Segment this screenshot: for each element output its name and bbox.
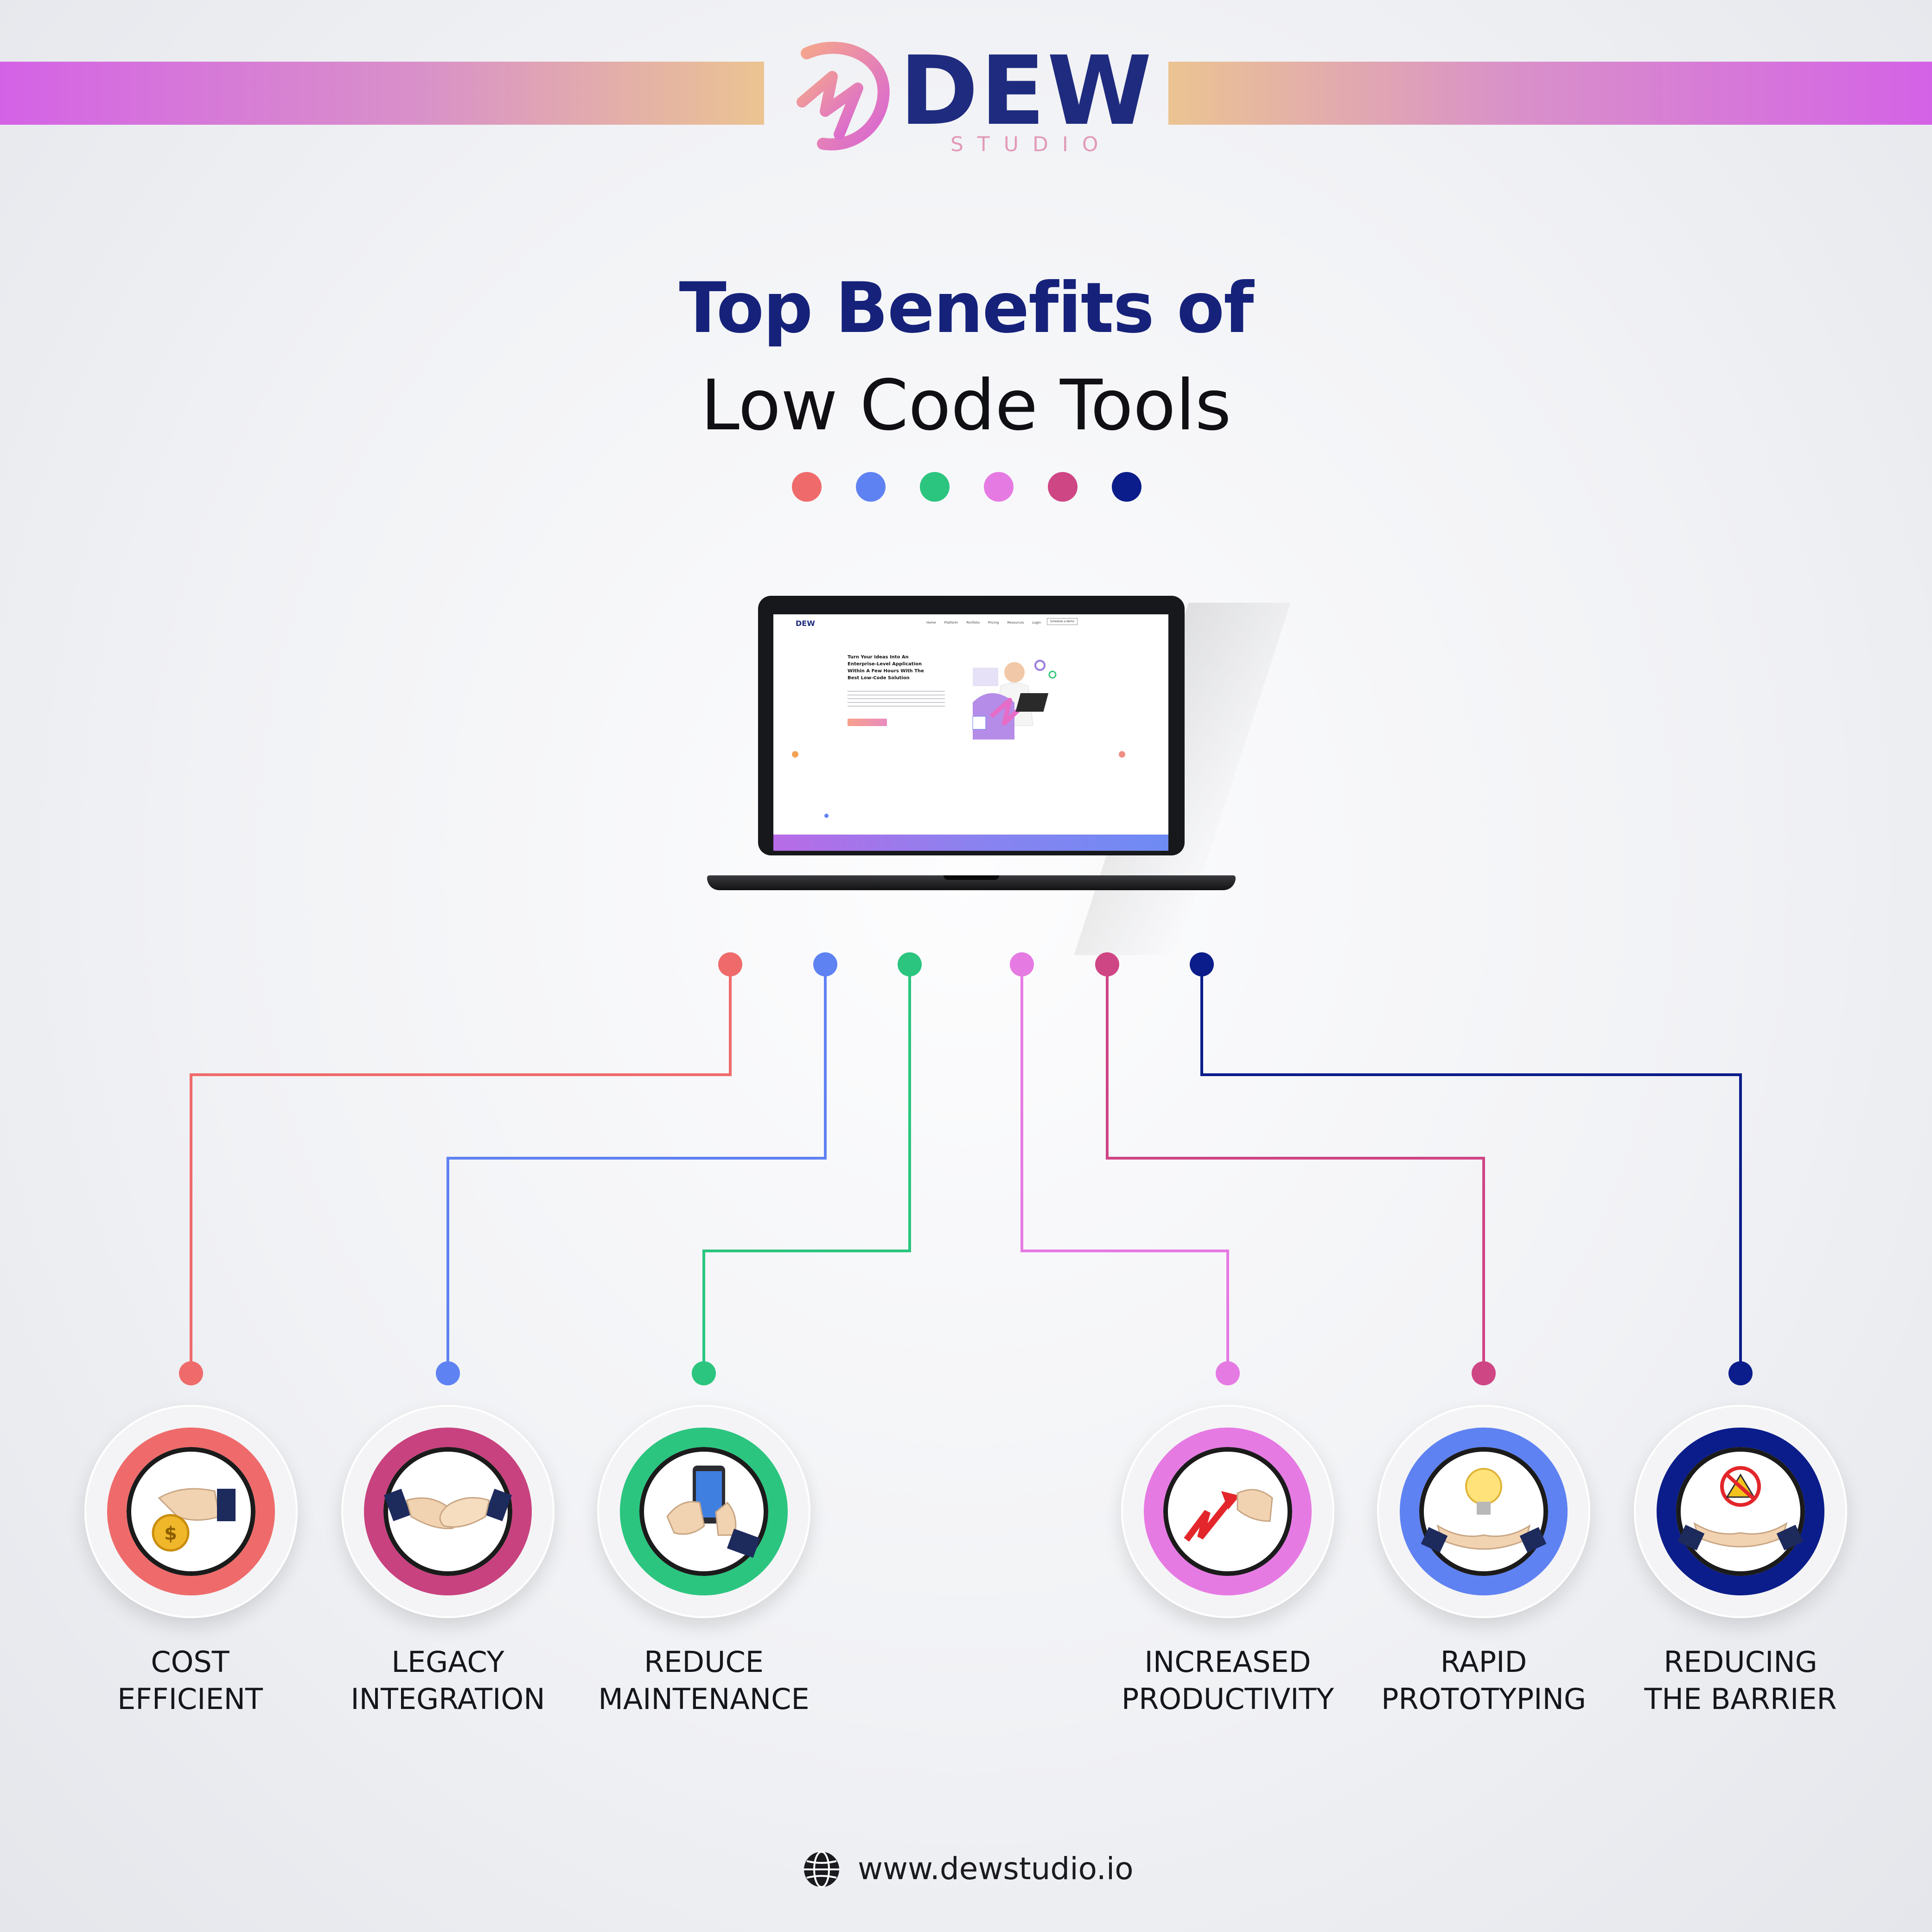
laptop-notch — [944, 875, 999, 880]
warning-sign-hand-icon — [1677, 1466, 1804, 1550]
caption-line: RAPID — [1440, 1645, 1527, 1679]
icon-ring — [620, 1428, 788, 1595]
logo-wordmark: DEW — [899, 36, 1154, 147]
benefit-reducing-the-barrier — [1634, 1405, 1847, 1618]
screen-deco-dot — [792, 751, 798, 758]
connector-dot-bottom — [1216, 1361, 1240, 1385]
screen-deco-dot — [1119, 751, 1125, 758]
caption-line: PROTOTYPING — [1381, 1682, 1586, 1716]
benefit-legacy-integration — [341, 1405, 555, 1618]
icon-ring — [1400, 1428, 1568, 1595]
smartphone-hand-icon — [666, 1466, 760, 1558]
globe-icon — [804, 1851, 839, 1888]
screen-headline-line: Best Low-Code Solution — [848, 676, 910, 681]
connector-barrier — [1200, 964, 1742, 1373]
laptop: DEW Home Platform Portfolio Pricing Reso… — [705, 593, 1291, 960]
screen-body-text — [848, 691, 945, 709]
dot-blue — [856, 472, 886, 502]
caption-increased-productivity: INCREASED PRODUCTIVITY — [1098, 1644, 1358, 1718]
screen-deco-dot — [824, 814, 829, 818]
caption-line: THE BARRIER — [1644, 1682, 1837, 1716]
screen-headline-line: Enterprise-Level Application — [848, 662, 922, 667]
caption-cost-efficient: COST EFFICIENT — [60, 1644, 320, 1718]
dot-navy — [1112, 472, 1141, 502]
caption-line: PRODUCTIVITY — [1121, 1682, 1334, 1716]
caption-line: LEGACY — [391, 1645, 504, 1679]
dot-magenta — [1048, 472, 1078, 502]
caption-legacy-integration: LEGACY INTEGRATION — [318, 1644, 578, 1718]
header-band-left — [0, 62, 764, 125]
dot-green — [920, 472, 950, 502]
screen-nav: Home Platform Portfolio Pricing Resource… — [926, 621, 1041, 625]
connector-dot-top — [898, 952, 922, 976]
handshake-icon — [383, 1488, 512, 1530]
connector-cost — [190, 964, 732, 1373]
dot-pink — [984, 472, 1014, 502]
benefit-cost-efficient: $ — [84, 1405, 298, 1618]
connector-productivity — [1020, 964, 1229, 1373]
screen-nav-item[interactable]: Resources — [1007, 621, 1024, 625]
caption-line: INCREASED — [1144, 1645, 1311, 1679]
benefit-rapid-prototyping — [1377, 1405, 1590, 1618]
connector-dot-top — [718, 952, 742, 976]
dew-logo-icon — [797, 42, 890, 151]
caption-line: EFFICIENT — [117, 1682, 263, 1716]
screen-logo: DEW — [796, 619, 815, 628]
screen-footer-bar — [773, 835, 1168, 851]
screen-nav-item[interactable]: Platform — [944, 621, 958, 625]
laptop-screen: DEW Home Platform Portfolio Pricing Reso… — [773, 614, 1168, 851]
caption-line: INTEGRATION — [351, 1682, 545, 1716]
screen-headline-line: Within A Few Hours With The — [848, 669, 924, 674]
caption-line: REDUCING — [1664, 1645, 1817, 1679]
svg-text:$: $ — [164, 1523, 177, 1544]
screen-hero-illustration — [972, 660, 1057, 740]
connector-dot-bottom — [1472, 1361, 1496, 1385]
connector-dot-bottom — [436, 1361, 460, 1385]
icon-ring: $ — [107, 1428, 275, 1595]
caption-line: REDUCE — [644, 1645, 764, 1679]
lightbulb-hand-icon — [1421, 1468, 1547, 1553]
page-subtitle: Low Code Tools — [701, 365, 1231, 446]
caption-line: MAINTENANCE — [598, 1682, 810, 1716]
coin-hand-icon: $ — [152, 1488, 236, 1552]
connector-dot-top — [813, 952, 837, 976]
icon-ring — [1144, 1428, 1312, 1595]
connector-dot-bottom — [692, 1361, 716, 1385]
screen-headline: Turn Your Ideas Into An Enterprise-Level… — [848, 654, 954, 682]
header-band-right — [1168, 62, 1932, 125]
screen-headline-line: Turn Your Ideas Into An — [848, 655, 909, 660]
footer-url-link[interactable]: www.dewstudio.io — [858, 1851, 1134, 1887]
logo-subtitle: STUDIO — [950, 133, 1112, 156]
benefit-reduce-maintenance — [597, 1405, 810, 1618]
screen-nav-item[interactable]: Home — [926, 621, 936, 625]
screen-nav-item[interactable]: Portfolio — [966, 621, 980, 625]
connector-dot-bottom — [179, 1361, 203, 1385]
caption-rapid-prototyping: RAPID PROTOTYPING — [1354, 1644, 1613, 1718]
connector-prototyping — [1106, 964, 1485, 1373]
icon-ring — [1657, 1428, 1824, 1595]
screen-nav-item[interactable]: Pricing — [988, 621, 999, 625]
benefit-increased-productivity — [1121, 1405, 1334, 1618]
connector-dot-top — [1095, 952, 1119, 976]
screen-hero-button[interactable] — [848, 719, 887, 726]
connector-dot-top — [1010, 952, 1034, 976]
caption-line: COST — [151, 1645, 230, 1679]
icon-ring — [364, 1428, 532, 1595]
growth-arrow-icon — [1184, 1489, 1273, 1542]
connector-legacy — [446, 964, 827, 1373]
screen-cta-button[interactable]: Schedule a demo — [1047, 618, 1078, 625]
dot-red — [792, 472, 822, 502]
screen-nav-item[interactable]: Login — [1032, 621, 1041, 625]
connector-dot-top — [1190, 952, 1214, 976]
caption-reducing-the-barrier: REDUCING THE BARRIER — [1611, 1644, 1870, 1718]
color-dots — [792, 472, 1141, 502]
connector-dot-bottom — [1728, 1361, 1753, 1385]
caption-reduce-maintenance: REDUCE MAINTENANCE — [574, 1644, 834, 1718]
connector-maintenance — [702, 964, 911, 1373]
page-title: Top Benefits of — [679, 268, 1254, 349]
